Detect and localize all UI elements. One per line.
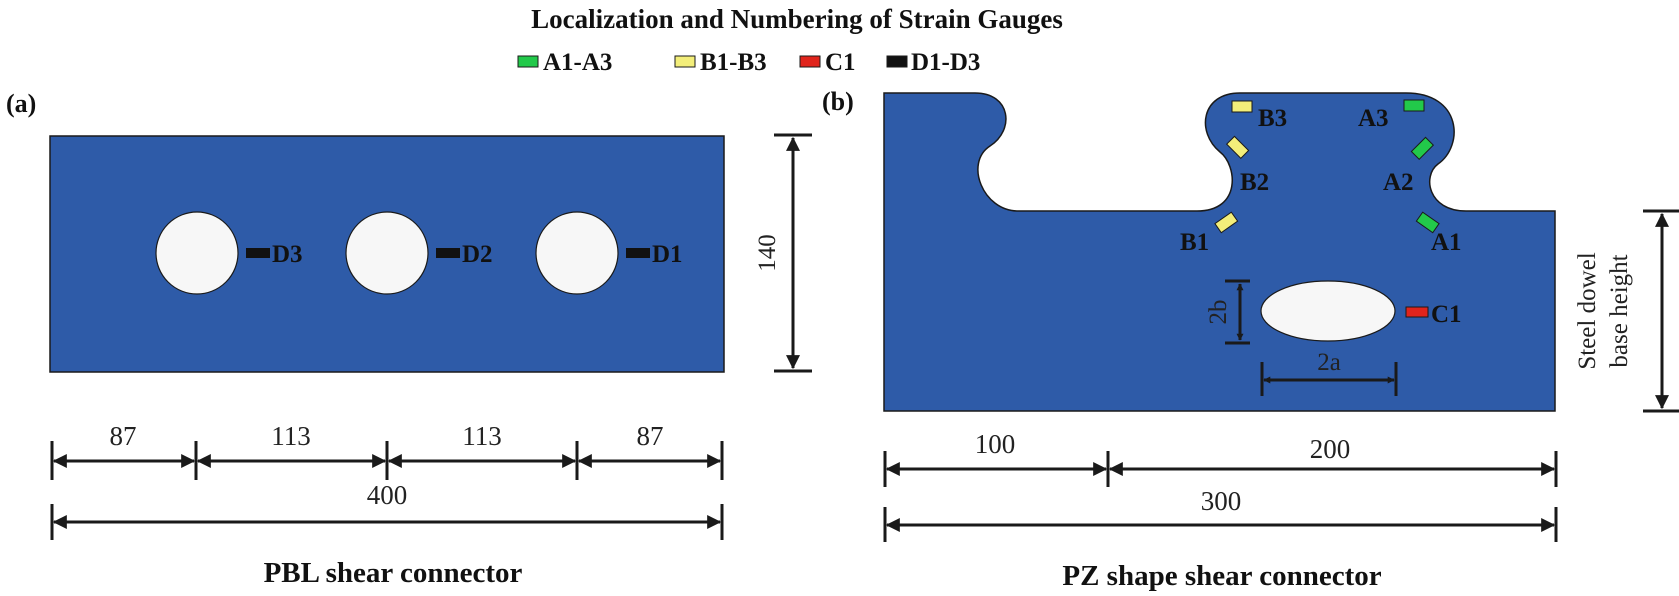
legend-swatch-b: [674, 55, 696, 68]
dim-height-label: 140: [754, 234, 781, 272]
gauge-a1-label: A1: [1431, 229, 1462, 256]
dim-left-label: 100: [975, 429, 1016, 459]
dim-base-height-label-1: Steel dowel: [1574, 252, 1601, 369]
pz-elliptical-hole: [1260, 280, 1396, 342]
gauge-d3-label: D3: [272, 241, 303, 268]
dim-s3-label: 113: [462, 421, 502, 451]
legend-label-b: B1-B3: [700, 49, 767, 76]
gauge-b3-label: B3: [1258, 105, 1287, 132]
dim-total-label: 400: [367, 480, 408, 510]
gauge-a3-label: A3: [1358, 105, 1389, 132]
panel-b-tag: (b): [822, 87, 854, 116]
gauge-a2-label: A2: [1383, 169, 1414, 196]
pbl-hole-left: [155, 211, 239, 295]
gauge-d1: [626, 248, 650, 258]
dim-s1-label: 87: [110, 421, 137, 451]
gauge-b2-label: B2: [1240, 169, 1269, 196]
gauge-d2-label: D2: [462, 241, 493, 268]
gauge-b1: [1214, 211, 1239, 234]
legend-swatch-d: [886, 55, 908, 68]
pbl-hole-right: [535, 211, 619, 295]
gauge-d2: [436, 248, 460, 258]
dim-2b-label: 2b: [1205, 300, 1232, 325]
legend-label-c: C1: [825, 49, 856, 76]
panel-a: (a) D3 D2 D1 140 87 113 113 87 400: [6, 89, 812, 589]
gauge-d1-label: D1: [652, 241, 683, 268]
gauge-a2: [1410, 136, 1435, 161]
dim-s4-label: 87: [637, 421, 664, 451]
gauge-d3: [246, 248, 270, 258]
panel-b-caption: PZ shape shear connector: [1062, 560, 1381, 592]
dim-2a-label: 2a: [1317, 349, 1341, 376]
legend-label-d: D1-D3: [911, 49, 980, 76]
dim-s2-label: 113: [271, 421, 311, 451]
gauge-b1-label: B1: [1180, 229, 1209, 256]
legend-swatch-a: [517, 55, 539, 68]
dim-base-height-label-2: base height: [1606, 254, 1633, 367]
dim-b-total-label: 300: [1201, 486, 1242, 516]
figure-title: Localization and Numbering of Strain Gau…: [531, 4, 1063, 34]
panel-b: (b) B3 B2 B1 A3 A2 A1 C1 2b 2a S: [822, 87, 1679, 592]
pz-plate: [883, 92, 1556, 412]
gauge-c1: [1405, 306, 1429, 318]
legend: A1-A3 B1-B3 C1 D1-D3: [517, 49, 980, 76]
gauge-c1-label: C1: [1431, 301, 1462, 328]
dim-right-label: 200: [1310, 434, 1351, 464]
legend-swatch-c: [799, 55, 821, 68]
gauge-b3: [1231, 100, 1253, 113]
pbl-hole-middle: [345, 211, 429, 295]
gauge-b2: [1225, 135, 1250, 160]
gauge-a3: [1403, 99, 1425, 112]
legend-label-a: A1-A3: [543, 49, 612, 76]
panel-a-tag: (a): [6, 89, 36, 118]
panel-a-caption: PBL shear connector: [264, 557, 523, 589]
gauge-a1: [1415, 211, 1440, 234]
